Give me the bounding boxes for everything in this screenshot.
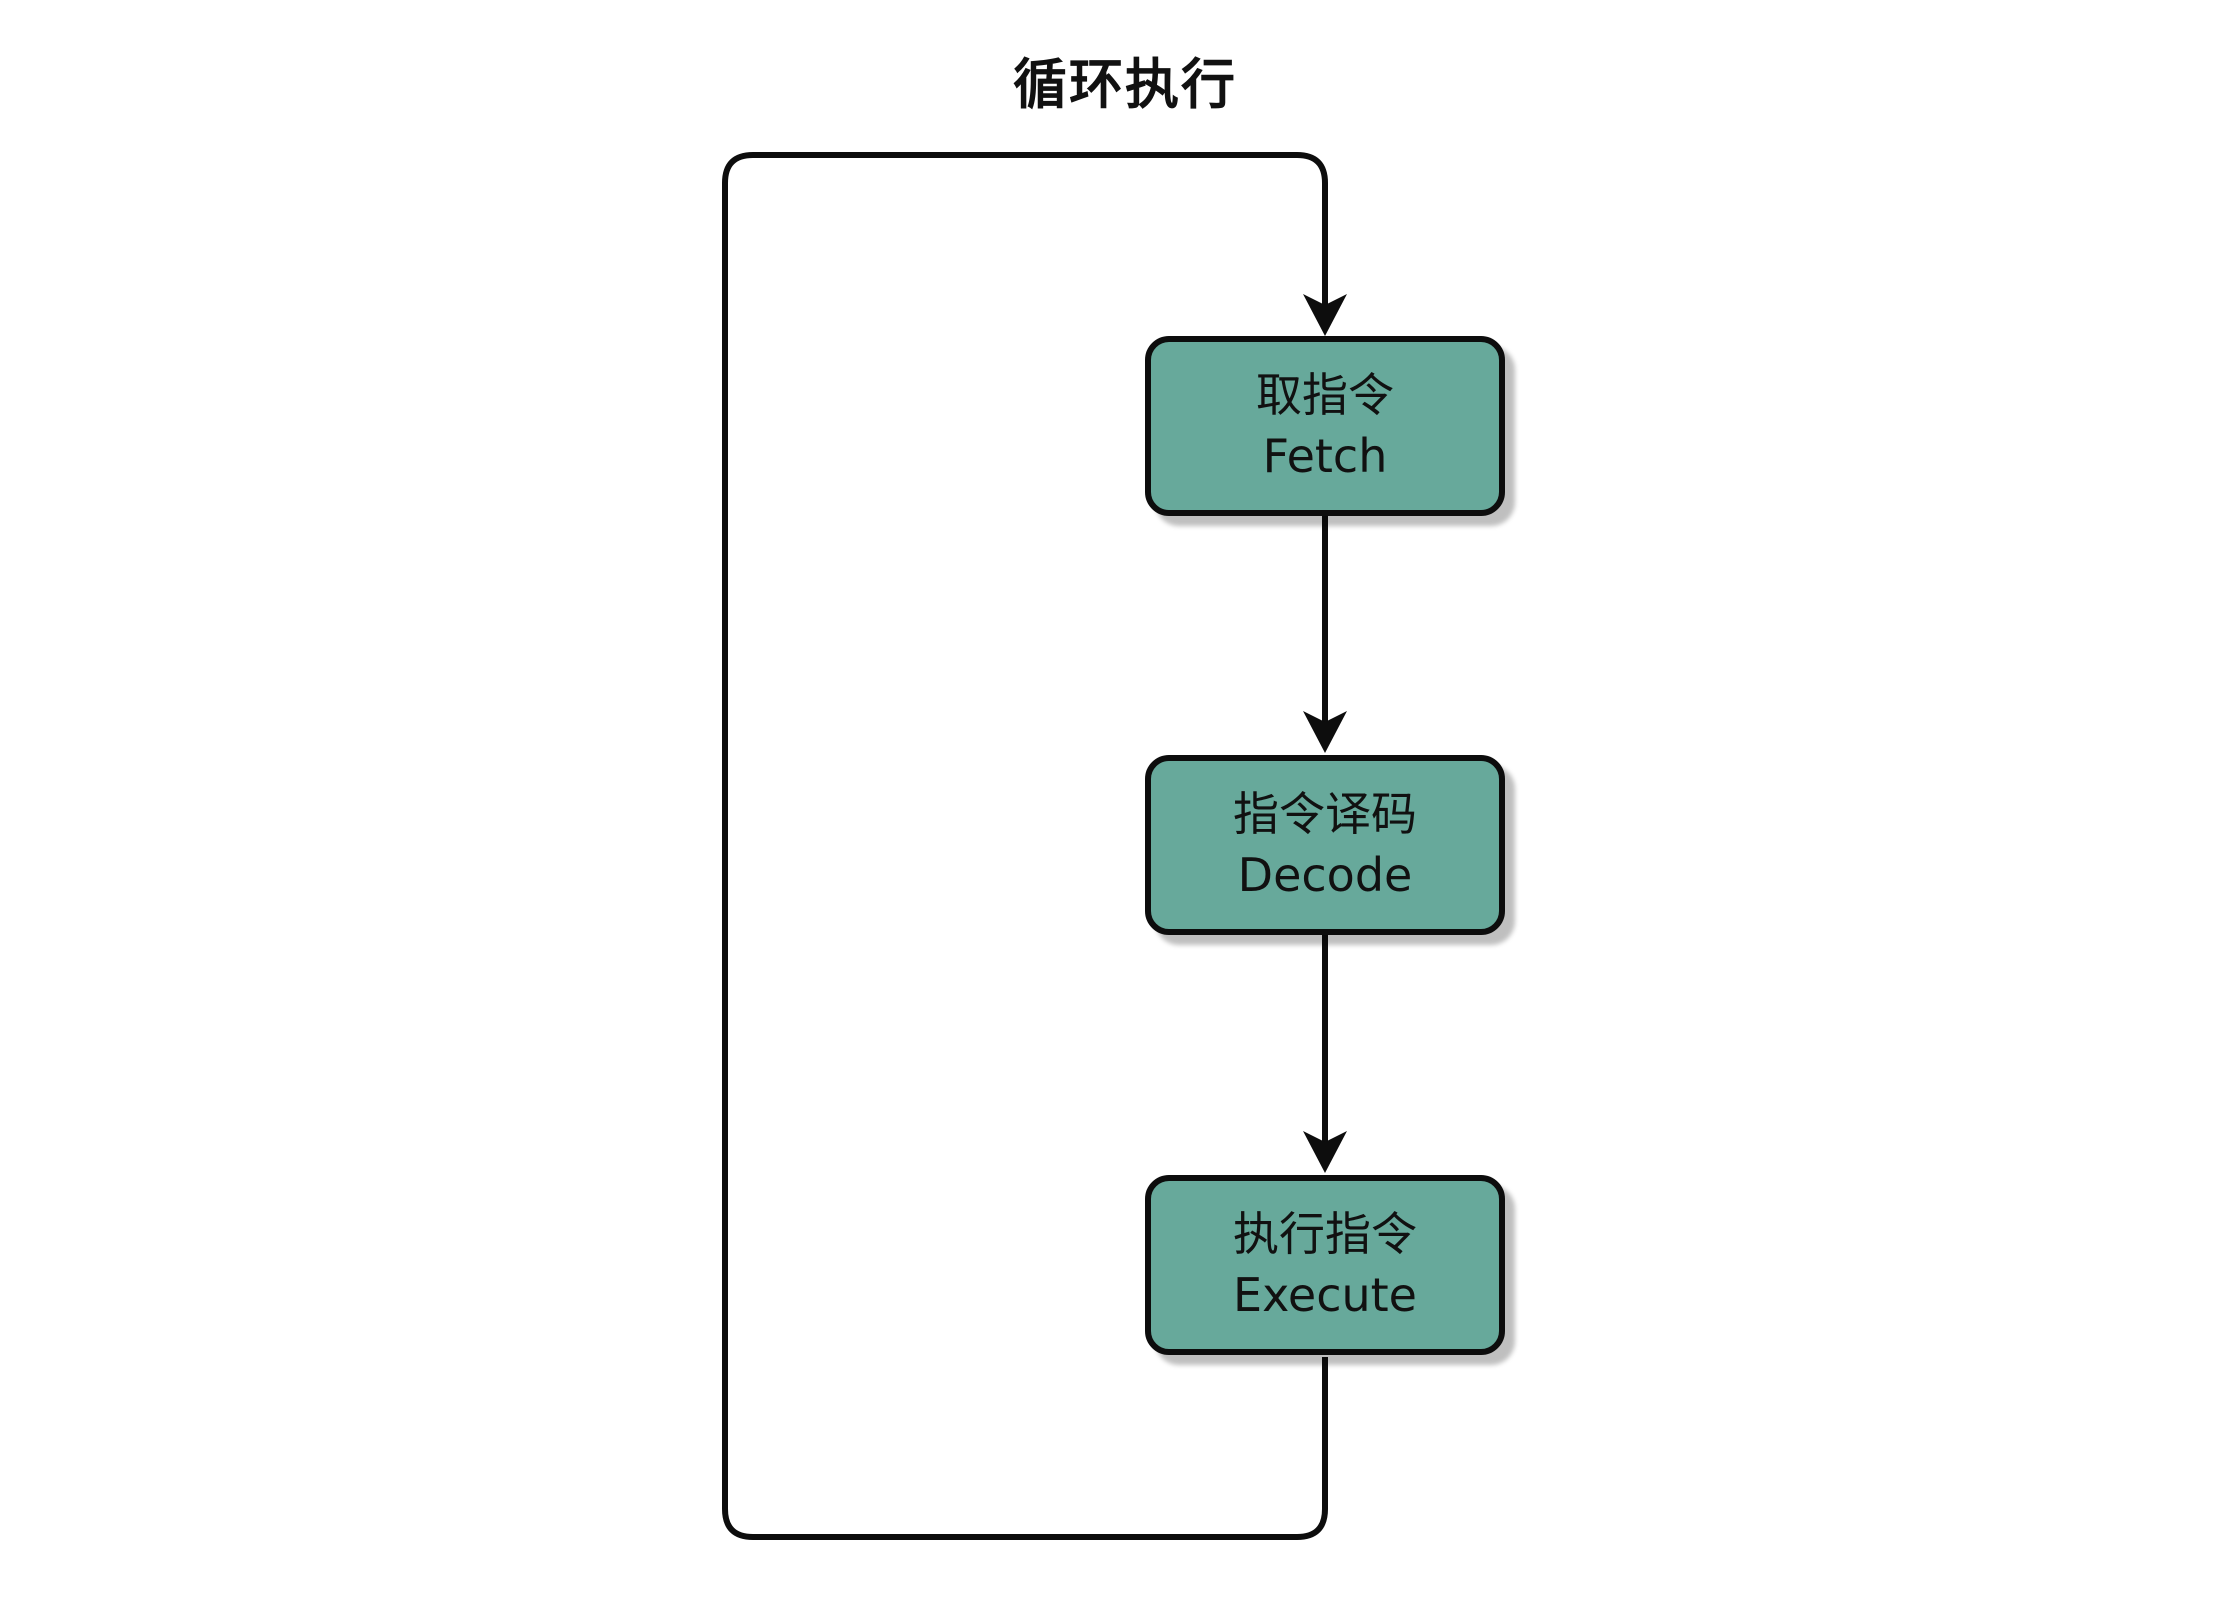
node-fetch: 取指令 Fetch: [1145, 336, 1505, 516]
arrowhead-decode-execute-icon: [1303, 1131, 1347, 1173]
loop-title: 循环执行: [1013, 53, 1237, 116]
node-decode-label-en: Decode: [1237, 848, 1413, 902]
loop-arrowhead-icon: [1303, 294, 1347, 336]
node-fetch-label-en: Fetch: [1262, 429, 1388, 483]
node-decode-label-zh: 指令译码: [1233, 786, 1417, 841]
node-fetch-label-zh: 取指令: [1256, 367, 1394, 422]
node-execute: 执行指令 Execute: [1145, 1175, 1505, 1355]
node-decode: 指令译码 Decode: [1145, 755, 1505, 935]
node-execute-label-zh: 执行指令: [1233, 1206, 1417, 1261]
node-execute-label-en: Execute: [1233, 1268, 1417, 1322]
arrowhead-fetch-decode-icon: [1303, 711, 1347, 753]
loop-edge-path: [722, 152, 1328, 1540]
